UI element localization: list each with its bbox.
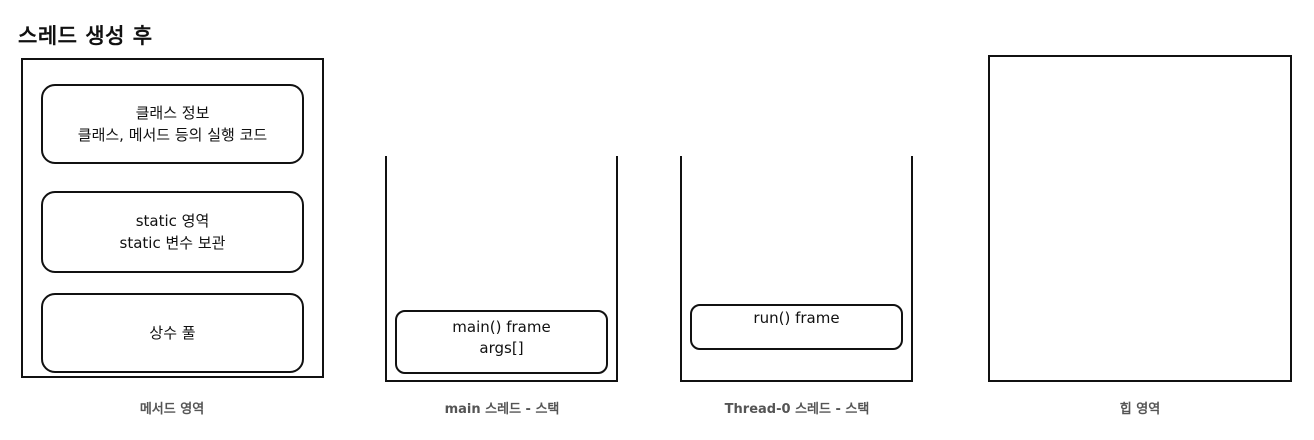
main-frame-args: args[] bbox=[479, 339, 524, 357]
method-area-box: 클래스 정보 클래스, 메서드 등의 실행 코드 static 영역 stati… bbox=[21, 58, 324, 378]
heap-area-box bbox=[988, 55, 1292, 382]
class-info-box: 클래스 정보 클래스, 메서드 등의 실행 코드 bbox=[41, 84, 304, 164]
thread0-stack-caption: Thread-0 스레드 - 스택 bbox=[724, 402, 870, 417]
class-info-title: 클래스 정보 bbox=[135, 104, 210, 122]
static-area-title: static 영역 bbox=[135, 212, 210, 230]
run-frame: run() frame bbox=[690, 304, 903, 350]
main-frame: main() frame args[] bbox=[395, 310, 608, 374]
main-thread-stack: main() frame args[] bbox=[385, 156, 618, 382]
main-stack-caption: main 스레드 - 스택 bbox=[444, 402, 560, 417]
run-frame-label: run() frame bbox=[753, 309, 840, 327]
constant-pool-box: 상수 풀 bbox=[41, 293, 304, 373]
main-frame-label: main() frame bbox=[452, 318, 551, 336]
thread0-stack: run() frame bbox=[680, 156, 913, 382]
method-area-caption: 메서드 영역 bbox=[139, 402, 205, 417]
heap-area-caption: 힙 영역 bbox=[1119, 402, 1161, 417]
static-area-box: static 영역 static 변수 보관 bbox=[41, 191, 304, 273]
static-area-description: static 변수 보관 bbox=[119, 234, 226, 252]
constant-pool-title: 상수 풀 bbox=[149, 324, 196, 342]
class-info-description: 클래스, 메서드 등의 실행 코드 bbox=[77, 126, 268, 144]
diagram-title: 스레드 생성 후 bbox=[18, 24, 153, 48]
